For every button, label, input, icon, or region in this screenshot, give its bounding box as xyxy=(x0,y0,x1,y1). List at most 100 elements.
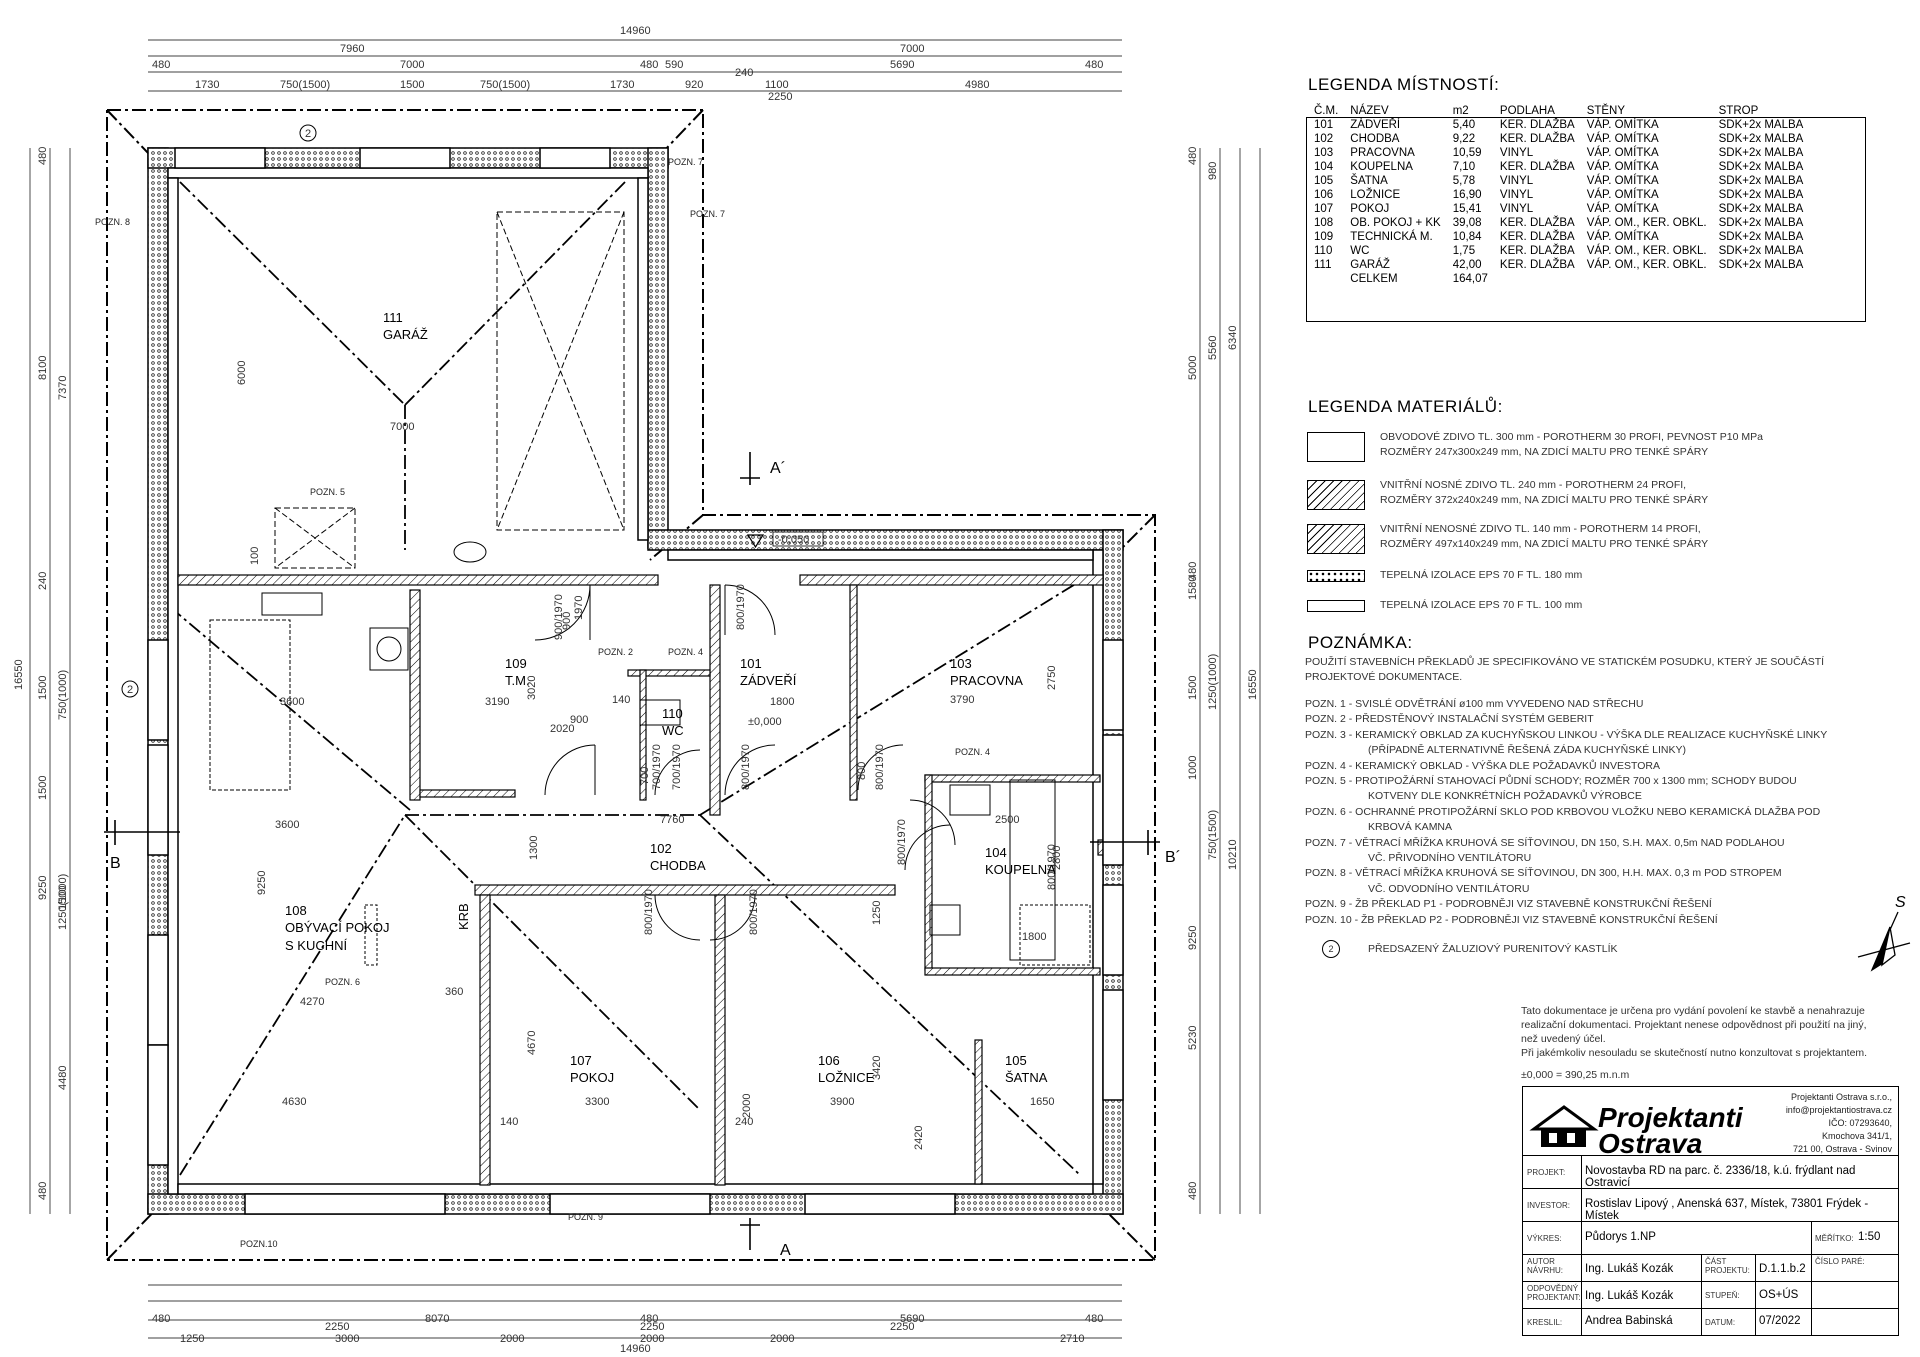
pozn-tag: POZN. 6 xyxy=(325,977,360,987)
table-cell: 1,75 xyxy=(1452,245,1476,257)
dimension-text: 2000 xyxy=(770,1333,794,1345)
logo-line-2: Ostrava xyxy=(1598,1128,1703,1159)
table-cell: VINYL xyxy=(1499,203,1534,215)
dimension-text: 920 xyxy=(685,79,703,91)
table-cell: SDK+2x MALBA xyxy=(1718,189,1804,201)
tb-autor-row: AUTOR NÁVRHU: Ing. Lukáš Kozák ČÁST PROJ… xyxy=(1523,1254,1898,1282)
table-cell: 107 xyxy=(1314,203,1334,215)
notes-title: POZNÁMKA: xyxy=(1308,633,1413,652)
door-label: 700/1970 xyxy=(671,744,683,790)
table-cell: ŠATNA xyxy=(1350,175,1388,187)
table-cell: 110 xyxy=(1314,245,1333,257)
door-label: 900/1970 xyxy=(553,594,565,640)
tb-datum-value: 07/2022 xyxy=(1759,1315,1801,1327)
door-label: 800/1970 xyxy=(896,819,908,865)
note-line: POZN. 2 - PŘEDSTĚNOVÝ INSTALAČNÍ SYSTÉM … xyxy=(1305,713,1594,726)
room-name: OBÝVACÍ POKOJ xyxy=(285,920,390,935)
kastlik-marker-top: 2 xyxy=(305,128,311,140)
tb-cast-value: D.1.1.b.2 xyxy=(1759,1263,1806,1275)
material-line: ROZMĚRY 247x300x249 mm, NA ZDICÍ MALTU P… xyxy=(1380,446,1709,458)
doors xyxy=(534,584,956,941)
floor-plan: 2 2 149607960700048070004805905690480240… xyxy=(13,25,1261,1355)
dimension-text: 2000 xyxy=(640,1333,664,1345)
dimension-text: 9250 xyxy=(256,871,268,895)
table-cell: VÁP. OMÍTKA xyxy=(1586,175,1659,187)
table-cell: LOŽNICE xyxy=(1350,189,1401,201)
table-cell: 10,84 xyxy=(1452,231,1482,243)
note-line: (PŘÍPADNĚ ALTERNATIVNĚ ŘEŠENÁ ZÁDA KUCHY… xyxy=(1368,744,1686,757)
table-cell: PRACOVNA xyxy=(1350,147,1415,159)
disclaimer-line: Tato dokumentace je určena pro vydání po… xyxy=(1521,1005,1865,1017)
table-cell: 108 xyxy=(1314,217,1334,229)
dimension-text: 140 xyxy=(612,694,630,706)
dimension-text: 3190 xyxy=(485,696,509,708)
dimension-text: 1800 xyxy=(1022,931,1046,943)
tb-stupen-value: OS+ÚS xyxy=(1759,1289,1799,1301)
door-label: 800/1970 xyxy=(643,889,655,935)
table-cell: SDK+2x MALBA xyxy=(1718,217,1804,229)
table-cell: 7,10 xyxy=(1452,161,1476,173)
ridge-lines xyxy=(149,181,1091,1176)
dimension-text: 1500 xyxy=(1187,676,1199,700)
dimension-text: 3600 xyxy=(280,696,304,708)
dimension-text: 1300 xyxy=(528,836,540,860)
dimension-text: 2000 xyxy=(500,1333,524,1345)
note-line: POZN. 6 - OCHRANNÉ PROTIPOŽÁRNÍ SKLO POD… xyxy=(1305,805,1821,818)
dimension-text: 14960 xyxy=(620,25,651,37)
room-legend-title: LEGENDA MÍSTNOSTÍ: xyxy=(1308,75,1500,94)
attic-hatch-outline xyxy=(274,211,625,569)
dimension-text: 750(1500) xyxy=(280,79,330,91)
company-line: Projektanti Ostrava s.r.o., xyxy=(1790,1092,1892,1102)
table-cell: VÁP. OMÍTKA xyxy=(1586,133,1659,145)
disclaimer: Tato dokumentace je určena pro vydání po… xyxy=(1521,1004,1911,1082)
room-name: WC xyxy=(662,723,684,738)
note-line: POZN. 4 - KERAMICKÝ OBKLAD - VÝŠKA DLE P… xyxy=(1305,759,1660,772)
dimension-text: 140 xyxy=(500,1116,518,1128)
dimension-text: 1580 xyxy=(1187,576,1199,600)
section-markers xyxy=(104,452,1160,1250)
table-cell: 39,08 xyxy=(1452,217,1482,229)
dimension-text: 2000 xyxy=(741,1094,753,1118)
table-cell: KER. DLAŽBA xyxy=(1499,119,1575,131)
room-legend-header-cell: Č.M. xyxy=(1314,105,1339,117)
room-legend-header-cell: m2 xyxy=(1452,105,1469,117)
table-cell: ZÁDVEŘÍ xyxy=(1350,119,1401,131)
tb-projekt-label: PROJEKT: xyxy=(1527,1168,1566,1177)
table-cell: GARÁŽ xyxy=(1350,259,1390,271)
fixtures xyxy=(209,541,1091,966)
dimension-text: 2250 xyxy=(325,1321,349,1333)
dimension-text: 4630 xyxy=(282,1096,306,1108)
dimension-text: 980 xyxy=(1207,162,1219,180)
tb-vykres-label: VÝKRES: xyxy=(1527,1234,1562,1243)
dimension-text: 2250 xyxy=(768,91,792,103)
table-cell: 5,78 xyxy=(1452,175,1476,187)
material-text: TEPELNÁ IZOLACE EPS 70 F TL. 100 mm xyxy=(1380,598,1860,613)
dimension-text: 3600 xyxy=(275,819,299,831)
dimension-text: 10210 xyxy=(1227,839,1239,870)
dimension-text: 480 xyxy=(640,59,658,71)
dimension-text: 4670 xyxy=(526,1031,538,1055)
krb-label: KRB xyxy=(456,903,471,930)
note-line: POZN. 3 - KERAMICKÝ OBKLAD ZA KUCHYŇSKOU… xyxy=(1305,728,1828,741)
section-mark-b-right: B´ xyxy=(1165,849,1181,866)
dimension-text: 7000 xyxy=(390,421,414,433)
table-cell: SDK+2x MALBA xyxy=(1718,245,1804,257)
material-swatch xyxy=(1307,432,1365,462)
dimension-text: 3900 xyxy=(830,1096,854,1108)
company-line: Kmochova 341/1, xyxy=(1821,1131,1892,1141)
pozn-tag: POZN. 5 xyxy=(310,487,345,497)
dimension-text: 2250 xyxy=(890,1321,914,1333)
dimension-text: 2710 xyxy=(1060,1333,1084,1345)
dimension-text: 3000 xyxy=(335,1333,359,1345)
table-cell: WC xyxy=(1350,245,1370,257)
dimension-text: 1800 xyxy=(770,696,794,708)
material-swatch xyxy=(1307,480,1365,510)
dimension-text: 16550 xyxy=(13,659,25,690)
note-line: POZN. 9 - ŽB PŘEKLAD P1 - PODROBNĚJI VIZ… xyxy=(1305,898,1712,911)
table-cell: 5,40 xyxy=(1452,119,1476,131)
